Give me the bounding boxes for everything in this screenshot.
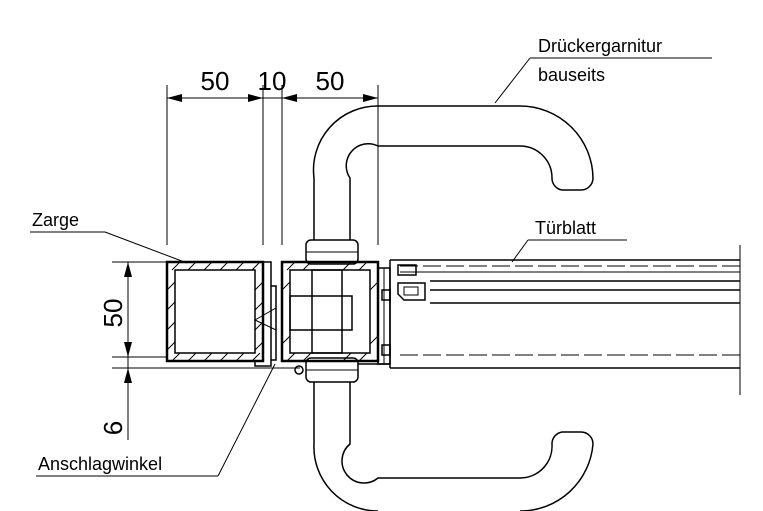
handle-rosettes [294, 239, 359, 383]
dim-leaf-edge-width: 50 [316, 66, 345, 96]
dim-stop-offset: 6 [98, 421, 128, 435]
label-handle-set: Drückergarnitur bauseits [494, 36, 712, 104]
lower-door-handle [313, 382, 594, 511]
door-leaf-body [390, 245, 741, 395]
upper-door-handle [312, 105, 594, 240]
label-stop-angle: Anschlagwinkel [36, 363, 276, 477]
door-leaf-label: Türblatt [535, 218, 596, 238]
label-frame: Zarge [30, 210, 188, 264]
dim-gap-width: 10 [258, 66, 287, 96]
handle-label-line1: Drückergarnitur [538, 36, 662, 56]
frame-profile [165, 260, 277, 367]
stop-angle-label: Anschlagwinkel [38, 454, 162, 474]
left-dimensions: 50 6 [98, 261, 300, 440]
label-door-leaf: Türblatt [511, 218, 627, 263]
door-leaf-edge [280, 260, 391, 368]
dim-frame-width: 50 [201, 66, 230, 96]
top-dimensions: 50 10 50 [166, 66, 379, 245]
frame-label: Zarge [32, 210, 79, 230]
handle-label-line2: bauseits [538, 65, 605, 85]
dim-frame-height: 50 [98, 299, 128, 328]
